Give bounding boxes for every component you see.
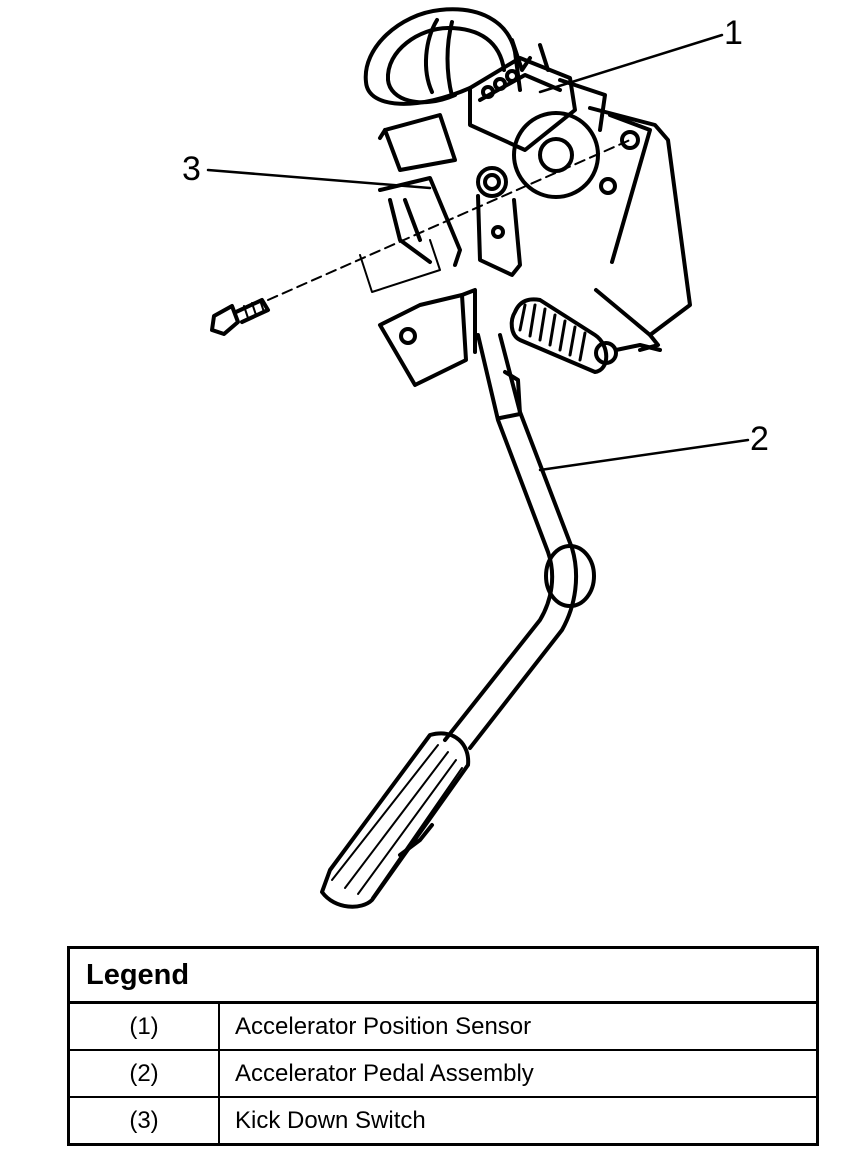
alignment-line [267, 139, 631, 301]
kick-down-switch [378, 113, 462, 267]
wiring-harness [363, 7, 532, 106]
pedal-assembly-diagram: 1 2 3 [182, 7, 769, 909]
callout-3-leader [206, 168, 432, 190]
callout-2-label: 2 [750, 420, 769, 458]
mounting-bolt [210, 298, 270, 336]
legend-row-number: (1) [67, 1001, 220, 1051]
legend-row-number: (3) [67, 1096, 220, 1146]
accelerator-pedal-pad [320, 731, 471, 909]
callout-1-label: 1 [724, 14, 743, 52]
callout-3-label: 3 [182, 150, 201, 188]
callout-1-leader [538, 33, 724, 94]
legend-row: (1) Accelerator Position Sensor [67, 1001, 819, 1051]
legend-row-description: Kick Down Switch [218, 1096, 819, 1146]
mounting-bracket [588, 106, 692, 352]
legend-table: Legend (1) Accelerator Position Sensor (… [67, 946, 819, 1146]
legend-row: (2) Accelerator Pedal Assembly [67, 1049, 819, 1098]
legend-row-number: (2) [67, 1049, 220, 1098]
callout-2-leader [538, 438, 750, 472]
pivot-nut [476, 166, 522, 277]
accelerator-pedal-arm [443, 333, 596, 750]
legend-row-description: Accelerator Pedal Assembly [218, 1049, 819, 1098]
legend-row-description: Accelerator Position Sensor [218, 1001, 819, 1051]
return-spring [509, 297, 662, 374]
legend-title: Legend [67, 946, 819, 1004]
legend-row: (3) Kick Down Switch [67, 1096, 819, 1146]
base-plate [378, 288, 477, 387]
legend-header-row: Legend [67, 946, 819, 1004]
